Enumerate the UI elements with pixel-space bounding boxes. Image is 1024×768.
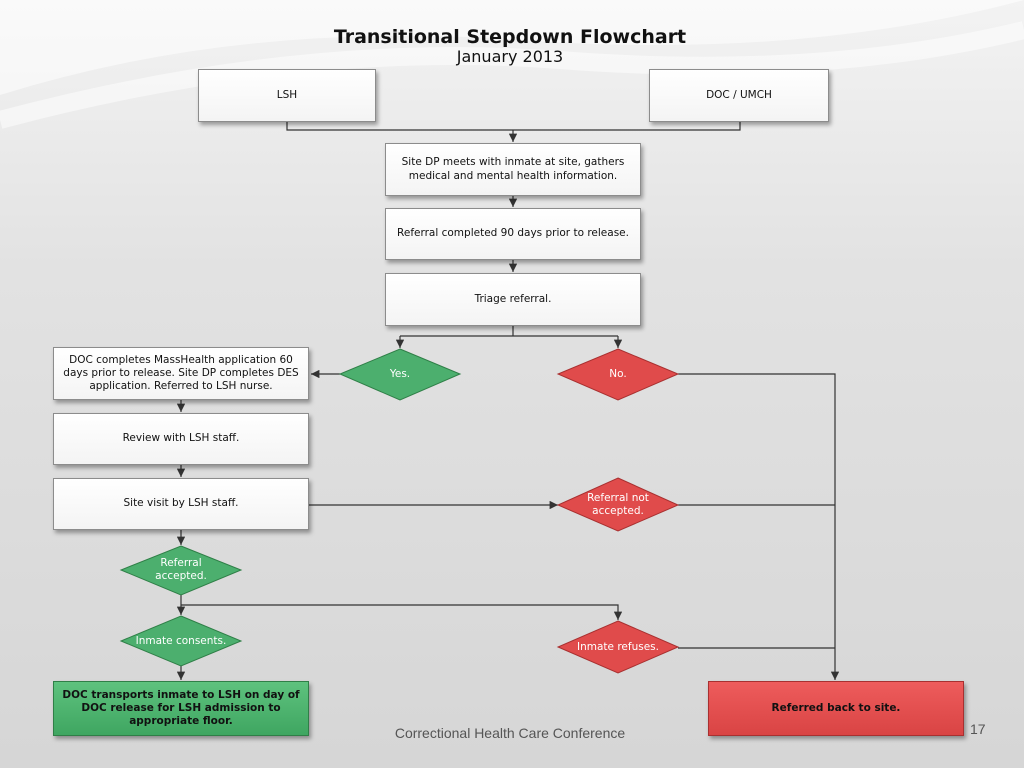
node-doc-umch: DOC / UMCH — [649, 69, 829, 122]
node-review-lsh-staff: Review with LSH staff. — [53, 413, 309, 465]
node-referral-completed: Referral completed 90 days prior to rele… — [385, 208, 641, 260]
flowchart-subtitle: January 2013 — [456, 47, 564, 66]
node-site-visit: Site visit by LSH staff. — [53, 478, 309, 530]
node-referred-back: Referred back to site. — [708, 681, 964, 736]
flowchart-title: Transitional Stepdown Flowchart — [333, 26, 687, 48]
slide-number: 17 — [970, 721, 986, 737]
no-diamond-shape — [556, 348, 680, 401]
yes-label: Yes. — [389, 367, 411, 380]
referral-not-accepted-diamond-shape — [556, 477, 680, 532]
node-doc-transports: DOC transports inmate to LSH on day of D… — [53, 681, 309, 736]
no-label: No. — [609, 367, 627, 380]
referral-not-accepted-label: Referral not accepted. — [587, 492, 649, 517]
yes-diamond-shape — [338, 348, 462, 401]
inmate-consents-diamond-shape — [119, 615, 243, 667]
node-lsh: LSH — [198, 69, 376, 122]
inmate-refuses-diamond-shape — [556, 620, 680, 674]
inmate-refuses-label: Inmate refuses. — [577, 640, 659, 653]
node-triage-referral: Triage referral. — [385, 273, 641, 326]
referral-accepted-diamond-shape — [119, 545, 243, 596]
node-site-dp-meets: Site DP meets with inmate at site, gathe… — [385, 143, 641, 196]
footer-text: Correctional Health Care Conference — [394, 725, 626, 741]
referral-accepted-label: Referral accepted. — [155, 557, 207, 582]
node-doc-completes: DOC completes MassHealth application 60 … — [53, 347, 309, 400]
inmate-consents-label: Inmate consents. — [135, 634, 227, 647]
